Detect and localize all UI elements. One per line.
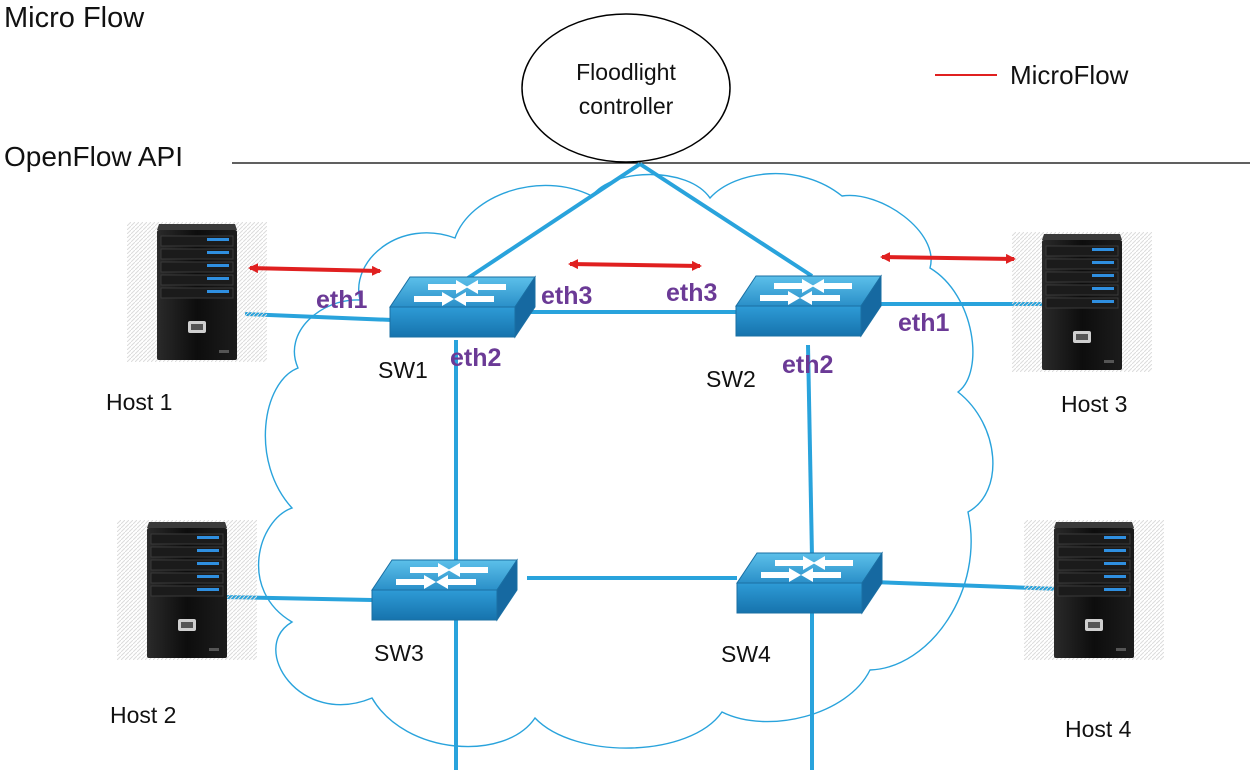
server-tower-icon bbox=[126, 221, 268, 363]
microflow-arrow-sw1-sw2 bbox=[568, 259, 702, 271]
switch-icon bbox=[736, 552, 883, 614]
host-label-2: Host 2 bbox=[110, 702, 177, 728]
port-label-sw2-eth1: eth1 bbox=[898, 309, 950, 337]
switch-label-sw2: SW2 bbox=[706, 366, 756, 392]
microflow-arrow-sw2-host3 bbox=[880, 252, 1016, 264]
controller-label-line2: controller bbox=[578, 93, 674, 119]
switch-icon bbox=[735, 275, 882, 337]
port-label-sw1-eth3: eth3 bbox=[541, 282, 593, 310]
link-sw2-sw4 bbox=[806, 344, 814, 558]
server-tower-icon bbox=[116, 519, 258, 661]
microflow-arrow-host1-sw1 bbox=[248, 263, 382, 276]
switch-label-sw3: SW3 bbox=[374, 640, 424, 666]
port-label-sw1-eth1: eth1 bbox=[316, 286, 368, 314]
port-label-sw2-eth2: eth2 bbox=[782, 351, 834, 379]
port-label-sw2-eth3: eth3 bbox=[666, 279, 718, 307]
port-label-sw1-eth2: eth2 bbox=[450, 344, 502, 372]
controller-label-line1: Floodlight bbox=[576, 59, 676, 85]
switch-label-sw1: SW1 bbox=[378, 357, 428, 383]
legend-label: MicroFlow bbox=[1010, 60, 1129, 90]
controller-ellipse bbox=[521, 13, 731, 163]
switch-icon bbox=[371, 559, 518, 621]
link-controller-sw2 bbox=[638, 162, 814, 278]
host-label-3: Host 3 bbox=[1061, 391, 1128, 417]
microflow-arrows bbox=[248, 252, 1016, 276]
link-controller-sw1 bbox=[463, 162, 642, 282]
network-links bbox=[221, 162, 1062, 770]
openflow-api-label: OpenFlow API bbox=[4, 141, 183, 172]
diagram-title: Micro Flow bbox=[4, 2, 145, 34]
server-tower-icon bbox=[1023, 519, 1165, 661]
controller-label: Floodlight controller bbox=[522, 55, 730, 123]
host-label-4: Host 4 bbox=[1065, 716, 1132, 742]
host-label-1: Host 1 bbox=[106, 389, 173, 415]
switch-icon bbox=[389, 276, 536, 338]
link-host1-sw1 bbox=[244, 312, 393, 322]
switch-label-sw4: SW4 bbox=[721, 641, 771, 667]
server-tower-icon bbox=[1011, 231, 1153, 373]
network-cloud bbox=[257, 172, 994, 749]
